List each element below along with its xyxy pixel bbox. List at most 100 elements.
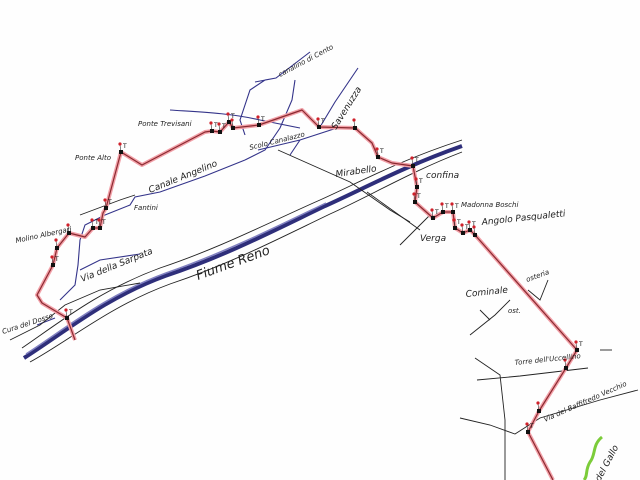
tower-marker: T: [467, 220, 476, 232]
tower-marker: T: [256, 115, 265, 127]
label-osteria: osteria: [525, 268, 550, 284]
tower-base-icon: [413, 200, 417, 204]
tower-base-icon: [231, 126, 235, 130]
tower-label: T: [320, 118, 325, 125]
tower-pin-icon: [375, 147, 379, 151]
tower-base-icon: [91, 226, 95, 230]
power-line-route: [35, 108, 579, 480]
tower-marker: [472, 225, 477, 237]
tower-base-icon: [104, 206, 108, 210]
tower-pin-icon: [440, 202, 444, 206]
tower-base-icon: [468, 228, 472, 232]
label-ponte-trevisani: Ponte Trevisani: [138, 120, 192, 128]
towers: T T T T T T T T T T T T T T T T T T T T …: [50, 112, 583, 434]
label-cura-del-dosso: Cura del Dosso: [1, 312, 54, 336]
tower-marker: T: [103, 198, 112, 210]
tower-pin-icon: [430, 208, 434, 212]
tower-base-icon: [473, 233, 477, 237]
label-confina: confina: [426, 171, 459, 181]
tower-marker: T: [226, 112, 235, 124]
tower-pin-icon: [452, 218, 456, 222]
tower-marker: T: [97, 218, 106, 230]
tower-marker: T: [64, 308, 73, 320]
tower-base-icon: [227, 120, 231, 124]
tower-label: T: [529, 423, 534, 430]
label-savenuzza: Savenuzza: [330, 85, 364, 131]
tower-marker: T: [50, 255, 59, 267]
tower-label: T: [122, 143, 127, 150]
tower-base-icon: [67, 231, 71, 235]
tower-base-icon: [210, 129, 214, 133]
tower-marker: T: [375, 147, 384, 159]
canals: [36, 51, 359, 326]
tower-marker: T: [217, 122, 226, 134]
tower-label: T: [221, 123, 226, 130]
tower-marker: T: [209, 121, 218, 133]
label-canalino-di-cento: canalino di Cento: [277, 43, 335, 79]
tower-label: T: [444, 203, 449, 210]
tower-pin-icon: [450, 202, 454, 206]
tower-marker: T: [414, 177, 423, 189]
tower-label: T: [471, 221, 476, 228]
tower-label: T: [101, 219, 106, 226]
label-canale-angelino: Canale Angelino: [147, 159, 219, 196]
tower-marker: T: [410, 156, 419, 168]
tower-base-icon: [451, 210, 455, 214]
tower-base-icon: [65, 316, 69, 320]
tower-marker: T: [118, 142, 127, 154]
tower-label: T: [578, 341, 583, 348]
label-madonna-boschi: Madonna Boschi: [461, 201, 518, 209]
tower-pin-icon: [217, 122, 221, 126]
tower-label: T: [68, 309, 73, 316]
tower-pin-icon: [97, 218, 101, 222]
tower-pin-icon: [525, 422, 529, 426]
tower-marker: T: [452, 218, 461, 230]
tower-base-icon: [431, 216, 435, 220]
label-cominale: Cominale: [465, 286, 509, 300]
tower-pin-icon: [410, 156, 414, 160]
tower-marker: [563, 358, 568, 370]
tower-base-icon: [218, 130, 222, 134]
tower-base-icon: [55, 246, 59, 250]
tower-pin-icon: [316, 117, 320, 121]
tower-pin-icon: [90, 218, 94, 222]
place-labels: canalino di Cento Savenuzza Ponte Trevis…: [1, 43, 628, 480]
river-reno: [21, 139, 463, 363]
label-verga: Verga: [420, 234, 446, 244]
label-torre-uccellino: Torre dell'Uccellino: [514, 352, 581, 367]
tower-marker: [54, 238, 59, 250]
label-angolo-pasqualetti: Angolo Pasqualetti: [480, 209, 566, 228]
label-ost: ost.: [508, 307, 521, 315]
tower-pin-icon: [256, 115, 260, 119]
tower-pin-icon: [118, 142, 122, 146]
tower-label: T: [379, 148, 384, 155]
tower-base-icon: [353, 126, 357, 130]
tower-marker: T: [412, 192, 421, 204]
tower-pin-icon: [64, 308, 68, 312]
tower-marker: T: [90, 218, 99, 230]
tower-pin-icon: [230, 118, 234, 122]
tower-label: T: [454, 203, 459, 210]
tower-marker: T: [460, 223, 469, 235]
tower-base-icon: [98, 226, 102, 230]
tower-base-icon: [537, 409, 541, 413]
tower-base-icon: [441, 210, 445, 214]
tower-pin-icon: [54, 238, 58, 242]
tower-marker: [536, 401, 541, 413]
tower-base-icon: [119, 150, 123, 154]
tower-base-icon: [575, 348, 579, 352]
tower-base-icon: [461, 231, 465, 235]
tower-label: T: [260, 116, 265, 123]
label-ponte-alto: Ponte Alto: [75, 154, 111, 162]
tower-pin-icon: [472, 225, 476, 229]
tower-label: T: [464, 224, 469, 231]
tower-marker: T: [440, 202, 449, 214]
tower-pin-icon: [563, 358, 567, 362]
tower-pin-icon: [209, 121, 213, 125]
tower-base-icon: [526, 430, 530, 434]
tower-base-icon: [317, 125, 321, 129]
tower-label: T: [434, 209, 439, 216]
label-via-della-sarpata: Via della Sarpata: [79, 247, 154, 285]
tower-label: T: [213, 122, 218, 129]
